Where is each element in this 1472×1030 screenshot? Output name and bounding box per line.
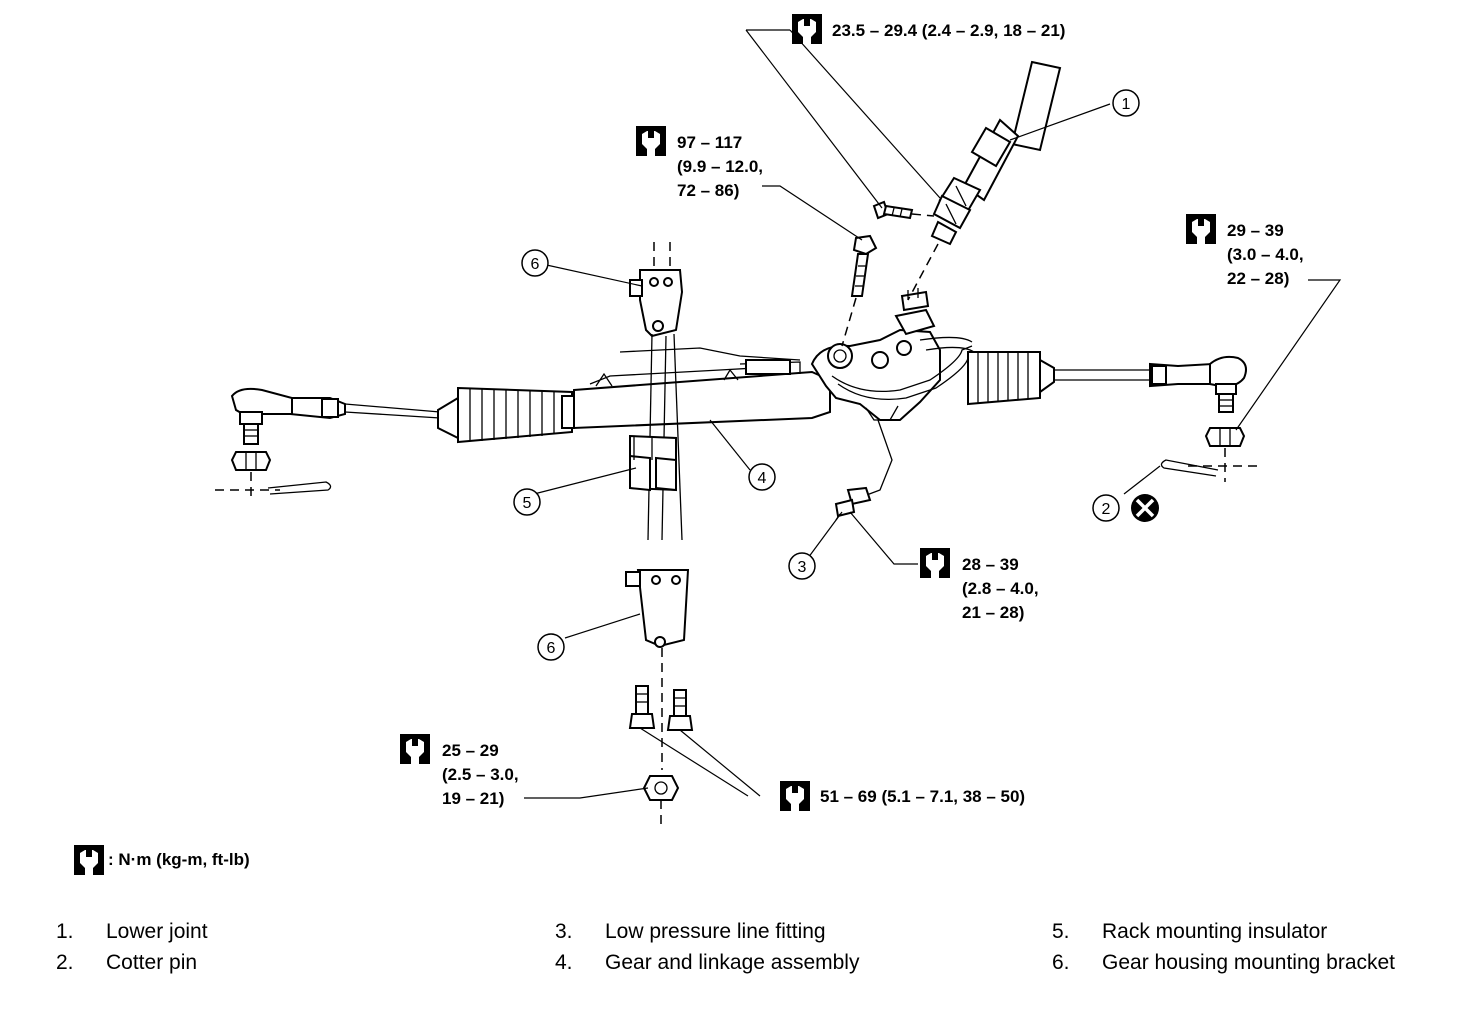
torque-spec-tie-rod-nut: 29 – 39 (3.0 – 4.0, 22 – 28) — [1186, 214, 1304, 288]
svg-text:1: 1 — [1122, 96, 1131, 113]
bracket-bolts — [628, 685, 694, 731]
cotter-pin-right — [1160, 459, 1219, 477]
svg-text:(3.0 – 4.0,: (3.0 – 4.0, — [1227, 245, 1304, 264]
svg-text:6: 6 — [531, 256, 540, 273]
gear-housing-mounting-bracket-upper — [629, 269, 684, 338]
tie-rod-stud-left — [243, 423, 259, 445]
torque-wrench-icon — [780, 781, 810, 811]
tie-rod-nut-left — [230, 451, 272, 471]
lower-joint — [930, 60, 1062, 246]
tie-rod-nut-right — [1204, 427, 1246, 447]
bracket-nut — [642, 775, 680, 801]
svg-text:4: 4 — [758, 470, 767, 487]
torque-spec-bracket-bolts: 51 – 69 (5.1 – 7.1, 38 – 50) — [780, 781, 1025, 811]
svg-text:3: 3 — [798, 559, 807, 576]
gear-housing-mounting-bracket-lower — [625, 569, 690, 648]
svg-text:(2.8 – 4.0,: (2.8 – 4.0, — [962, 579, 1039, 598]
torque-wrench-icon — [74, 845, 104, 875]
torque-wrench-icon — [1186, 214, 1216, 244]
lower-joint-bolt — [872, 200, 914, 220]
callout-5: 5 — [513, 488, 541, 516]
parts-legend: 1.Lower joint 2.Cotter pin 3.Low pressur… — [56, 920, 1396, 974]
svg-text:22 – 28): 22 – 28) — [1227, 269, 1289, 288]
boot-right — [967, 351, 1055, 406]
callout-1: 1 — [1112, 89, 1140, 117]
svg-text:29 – 39: 29 – 39 — [1227, 221, 1284, 240]
unit-note: : N·m (kg-m, ft-lb) — [74, 845, 250, 875]
torque-wrench-icon — [792, 14, 822, 44]
svg-text:(2.5 – 3.0,: (2.5 – 3.0, — [442, 765, 519, 784]
do-not-reuse-icon — [1131, 494, 1159, 522]
callout-4: 4 — [748, 463, 776, 491]
tie-rod-stud-right — [1218, 393, 1234, 413]
torque-spec-line-fitting: 28 – 39 (2.8 – 4.0, 21 – 28) — [920, 548, 1039, 622]
svg-text:72 – 86): 72 – 86) — [677, 181, 739, 200]
svg-text:23.5 – 29.4 (2.4 – 2.9, 18 – 2: 23.5 – 29.4 (2.4 – 2.9, 18 – 21) — [832, 21, 1065, 40]
svg-text:6: 6 — [547, 640, 556, 657]
torque-wrench-icon — [920, 548, 950, 578]
callout-6-lower: 6 — [537, 633, 565, 661]
gear-mounting-bolt — [850, 234, 878, 297]
leader-lines — [524, 29, 1342, 799]
low-pressure-line-fitting — [834, 419, 893, 521]
svg-text:19 – 21): 19 – 21) — [442, 789, 504, 808]
svg-text:25 – 29: 25 – 29 — [442, 741, 499, 760]
rack-mounting-insulator — [629, 434, 677, 492]
torque-wrench-icon — [636, 126, 666, 156]
callout-2: 2 — [1092, 494, 1120, 522]
callout-3: 3 — [788, 552, 816, 580]
gear-and-linkage-assembly — [215, 288, 1260, 502]
torque-spec-gear-bolt: 97 – 117 (9.9 – 12.0, 72 – 86) — [636, 126, 763, 200]
boot-left — [437, 386, 575, 444]
callout-6-upper: 6 — [521, 249, 549, 277]
svg-text:(9.9 – 12.0,: (9.9 – 12.0, — [677, 157, 763, 176]
svg-text:5: 5 — [523, 495, 532, 512]
cotter-pin-left — [267, 481, 332, 495]
torque-spec-lower-joint: 23.5 – 29.4 (2.4 – 2.9, 18 – 21) — [792, 14, 1065, 44]
torque-wrench-icon — [400, 734, 430, 764]
svg-text:2: 2 — [1102, 501, 1111, 518]
svg-text:97 – 117: 97 – 117 — [677, 133, 742, 152]
torque-spec-bracket-nut: 25 – 29 (2.5 – 3.0, 19 – 21) — [400, 734, 519, 808]
svg-text:28 – 39: 28 – 39 — [962, 555, 1019, 574]
svg-text:51 – 69 (5.1 – 7.1, 38 – 50): 51 – 69 (5.1 – 7.1, 38 – 50) — [820, 787, 1025, 806]
svg-text:: N·m (kg-m, ft-lb): : N·m (kg-m, ft-lb) — [108, 850, 250, 869]
svg-text:21 – 28): 21 – 28) — [962, 603, 1024, 622]
